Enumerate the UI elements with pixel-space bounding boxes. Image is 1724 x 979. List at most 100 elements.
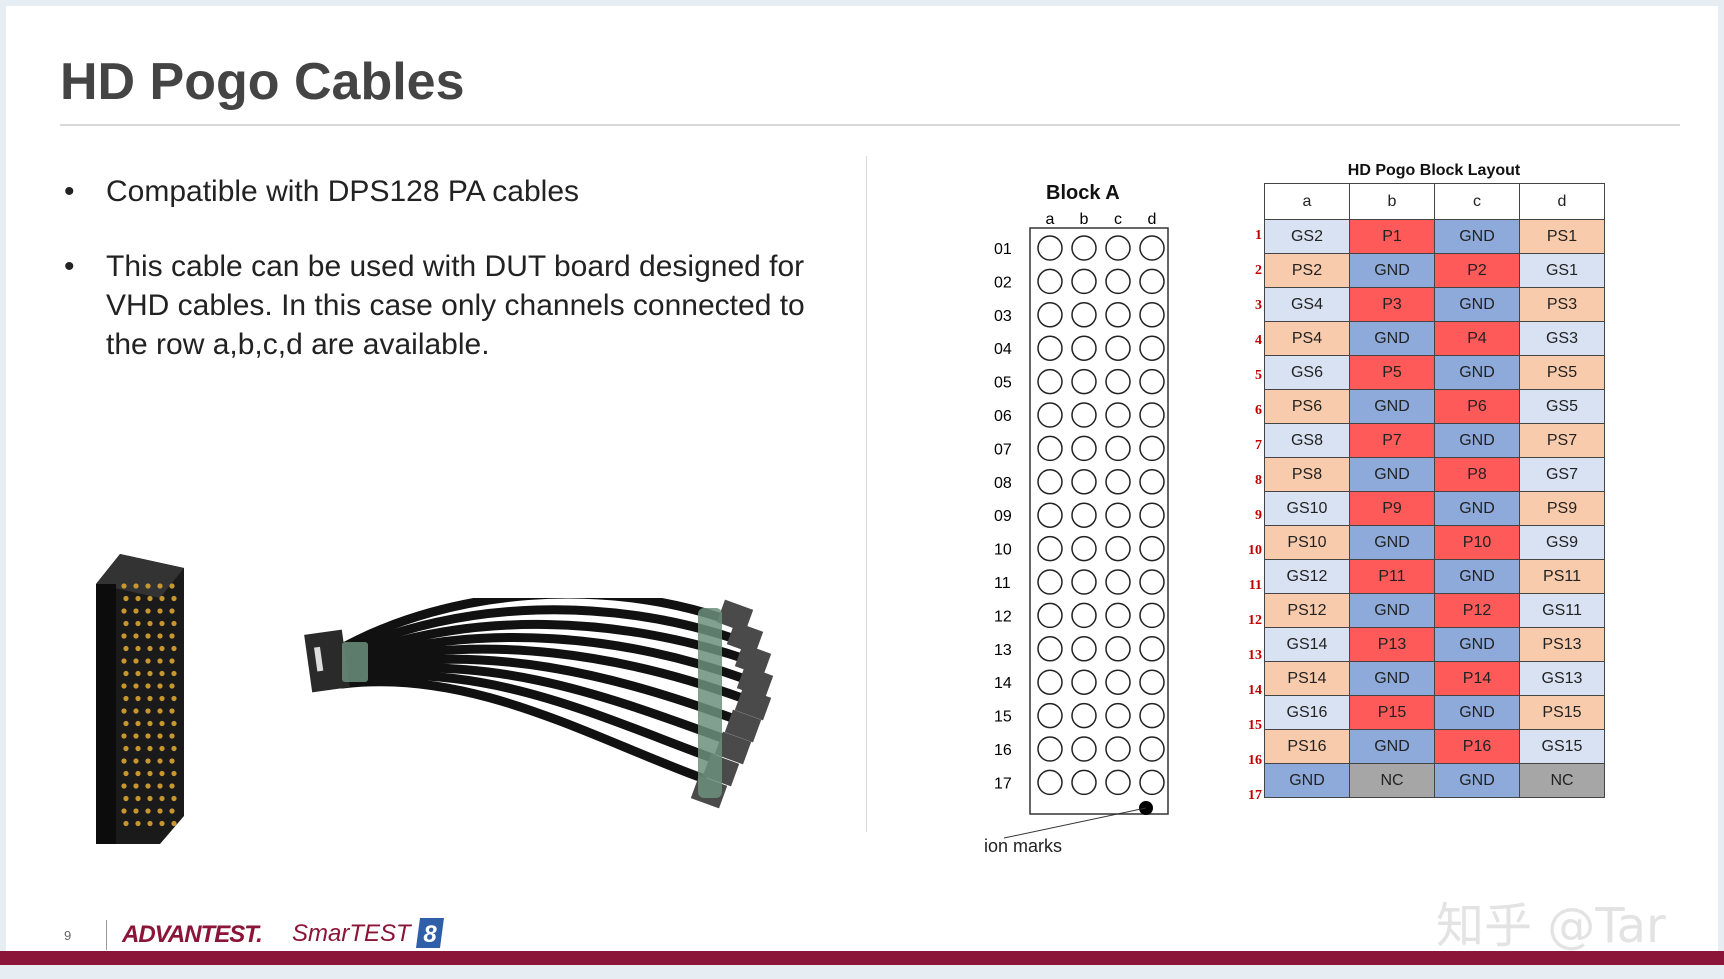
connector-pin <box>135 670 141 677</box>
bullet-text: Compatible with DPS128 PA cables <box>106 175 580 208</box>
footer-bar <box>0 951 1724 965</box>
pin-table-cell: GS5 <box>1519 389 1605 424</box>
pin-table-cell: GND <box>1434 219 1520 254</box>
connector-pin <box>157 658 163 664</box>
connector-pin <box>123 695 129 702</box>
pin-table-row-number: 13 <box>1248 648 1262 663</box>
connector-pin <box>171 795 177 802</box>
connector-pin <box>133 783 139 789</box>
block-a-column-label: c <box>1114 211 1122 228</box>
pin-table-cell: P3 <box>1349 287 1435 322</box>
block-a-title: Block A <box>1046 182 1120 204</box>
connector-pin <box>159 620 165 627</box>
pin-table-row-number: 14 <box>1248 683 1262 698</box>
connector-pin <box>169 633 175 639</box>
block-a-pin-hole <box>1037 736 1063 762</box>
advantest-logo: ADVANTEST. <box>122 921 263 948</box>
connector-pin <box>133 683 139 689</box>
block-a-column-label: b <box>1080 211 1089 228</box>
block-a-pin-hole <box>1139 602 1165 629</box>
connector-pin <box>159 770 165 777</box>
pin-table-cell: P9 <box>1349 491 1435 526</box>
block-a-pin-hole <box>1139 302 1165 328</box>
block-a-pin-hole <box>1139 636 1165 662</box>
pin-table-cell: GS12 <box>1264 559 1350 594</box>
pin-table-cell: GND <box>1264 763 1350 798</box>
pin-table-cell: GS13 <box>1519 661 1605 696</box>
block-a-row-label: 11 <box>994 575 1011 592</box>
pin-table-cell: GND <box>1349 661 1435 696</box>
pin-table-column-header: d <box>1519 183 1605 220</box>
block-a-pin-hole <box>1139 235 1165 261</box>
pin-table-row-number: 16 <box>1248 753 1262 768</box>
connector-pin <box>133 658 139 664</box>
connector-pin <box>171 745 177 752</box>
block-a-row-label: 10 <box>994 542 1012 559</box>
connector-pin <box>147 595 153 602</box>
block-a-pin-hole <box>1105 335 1131 361</box>
pin-table-cell: PS6 <box>1264 389 1350 424</box>
pin-table-cell: P1 <box>1349 219 1435 254</box>
pin-table-cell: GND <box>1434 491 1520 526</box>
block-a-pin-hole <box>1037 769 1063 796</box>
connector-pin <box>147 695 153 702</box>
connector-pin <box>159 595 165 602</box>
connector-pin <box>159 670 165 677</box>
block-a-pin-hole <box>1139 335 1165 361</box>
bullet-item: • Compatible with DPS128 PA cables <box>64 172 844 211</box>
connector-pin <box>147 820 153 827</box>
pin-table-row-number: 5 <box>1255 368 1262 383</box>
badge-text: 8 <box>423 921 437 948</box>
block-a-row-label: 16 <box>994 742 1012 759</box>
connector-pin <box>121 708 127 714</box>
pin-table-row-number: 17 <box>1248 788 1262 803</box>
connector-pin <box>121 608 127 614</box>
pin-table-cell: GS14 <box>1264 627 1350 662</box>
connector-pin <box>169 608 175 614</box>
connector-pin <box>121 783 127 789</box>
pin-table-cell: GND <box>1349 253 1435 288</box>
connector-pin <box>171 820 177 827</box>
connector-pin <box>145 608 151 614</box>
pin-table-cell: GND <box>1349 525 1435 560</box>
block-a-pin-hole <box>1037 602 1063 629</box>
block-a-pin-hole <box>1105 502 1131 528</box>
block-a-pin-hole <box>1105 569 1131 595</box>
pin-table-title: HD Pogo Block Layout <box>1347 162 1521 179</box>
block-a-pin-hole <box>1105 769 1131 796</box>
connector-pin <box>133 808 139 814</box>
pin-table-row-number: 6 <box>1255 403 1262 418</box>
block-a-pin-hole <box>1037 302 1063 328</box>
block-a-pin-hole <box>1105 469 1131 495</box>
pin-table-cell: GS1 <box>1519 253 1605 288</box>
connector-pin <box>147 770 153 777</box>
orientation-marks-label: ion marks <box>984 836 1063 856</box>
title-divider <box>60 124 1680 126</box>
vertical-divider <box>866 156 867 832</box>
connector-pin <box>123 645 129 652</box>
connector-pin <box>123 595 129 602</box>
block-a-pin-hole <box>1139 502 1165 528</box>
block-a-pin-hole <box>1071 669 1097 695</box>
connector-pin <box>145 633 151 639</box>
watermark-text: 知乎 @Tar <box>1436 898 1666 954</box>
pin-table-cell: P14 <box>1434 661 1520 696</box>
connector-pin <box>147 620 153 627</box>
pin-table-cell: GS10 <box>1264 491 1350 526</box>
connector-pin <box>171 695 177 702</box>
pin-table-cell: GS2 <box>1264 219 1350 254</box>
pin-table-cell: PS13 <box>1519 627 1605 662</box>
block-a-pin-hole <box>1071 602 1097 629</box>
pin-table-cell: GND <box>1349 321 1435 356</box>
footer-separator <box>106 920 107 950</box>
connector-pin <box>157 633 163 639</box>
pin-table-cell: PS5 <box>1519 355 1605 390</box>
pin-table-cell: PS1 <box>1519 219 1605 254</box>
smartest-logo: SmarTEST <box>292 920 411 947</box>
